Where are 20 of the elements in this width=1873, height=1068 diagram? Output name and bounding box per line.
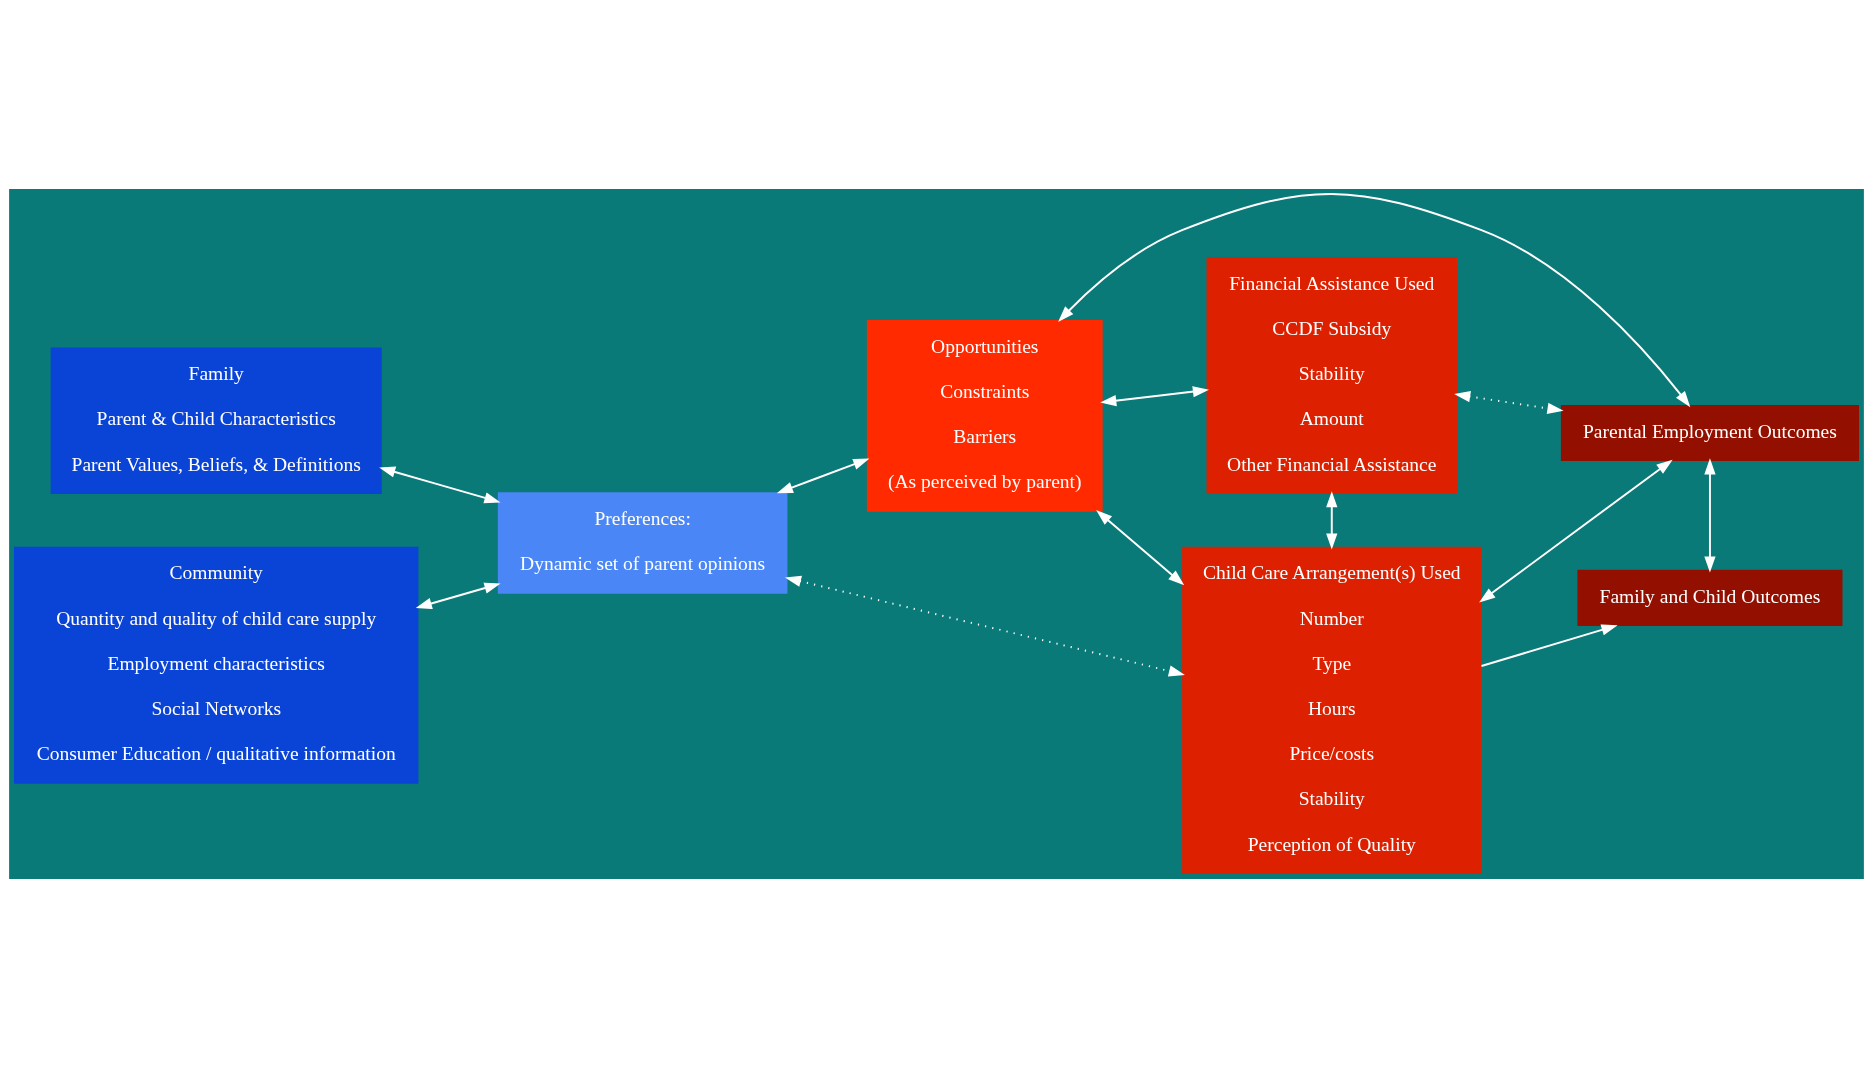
arrow xyxy=(776,458,870,494)
arrow xyxy=(1326,491,1338,550)
arrow xyxy=(1058,192,1691,408)
arrow xyxy=(415,582,501,609)
arrow xyxy=(1704,458,1716,573)
node-box: Preferences: Dynamic set of parent opinions xyxy=(497,492,788,594)
arrow xyxy=(784,575,1185,677)
arrow xyxy=(1100,386,1209,407)
arrow xyxy=(1479,459,1673,603)
node-box: Family Parent & Child Characteristics Parent Values, Beliefs, & Definitions xyxy=(50,347,382,495)
node-box: Opportunities Constraints Barriers (As perceived by parent) xyxy=(866,320,1103,512)
node-box: Family and Child Outcomes xyxy=(1577,569,1843,627)
node-box: Community Quantity and quality of child care supply Employment characteristics Social Networks Consumer Education / qualitative information xyxy=(14,546,419,784)
node-box: Financial Assistance Used CCDF Subsidy Stability Amount Other Financial Assistance xyxy=(1206,257,1457,495)
arrow xyxy=(1096,510,1185,586)
arrow xyxy=(379,466,501,504)
arrow xyxy=(1454,390,1564,414)
node-box: Parental Employment Outcomes xyxy=(1560,404,1859,462)
node-box: Child Care Arrangement(s) Used Number Type Hours Price/costs Stability Perception of Quality xyxy=(1182,546,1482,875)
arrow xyxy=(1480,624,1618,667)
